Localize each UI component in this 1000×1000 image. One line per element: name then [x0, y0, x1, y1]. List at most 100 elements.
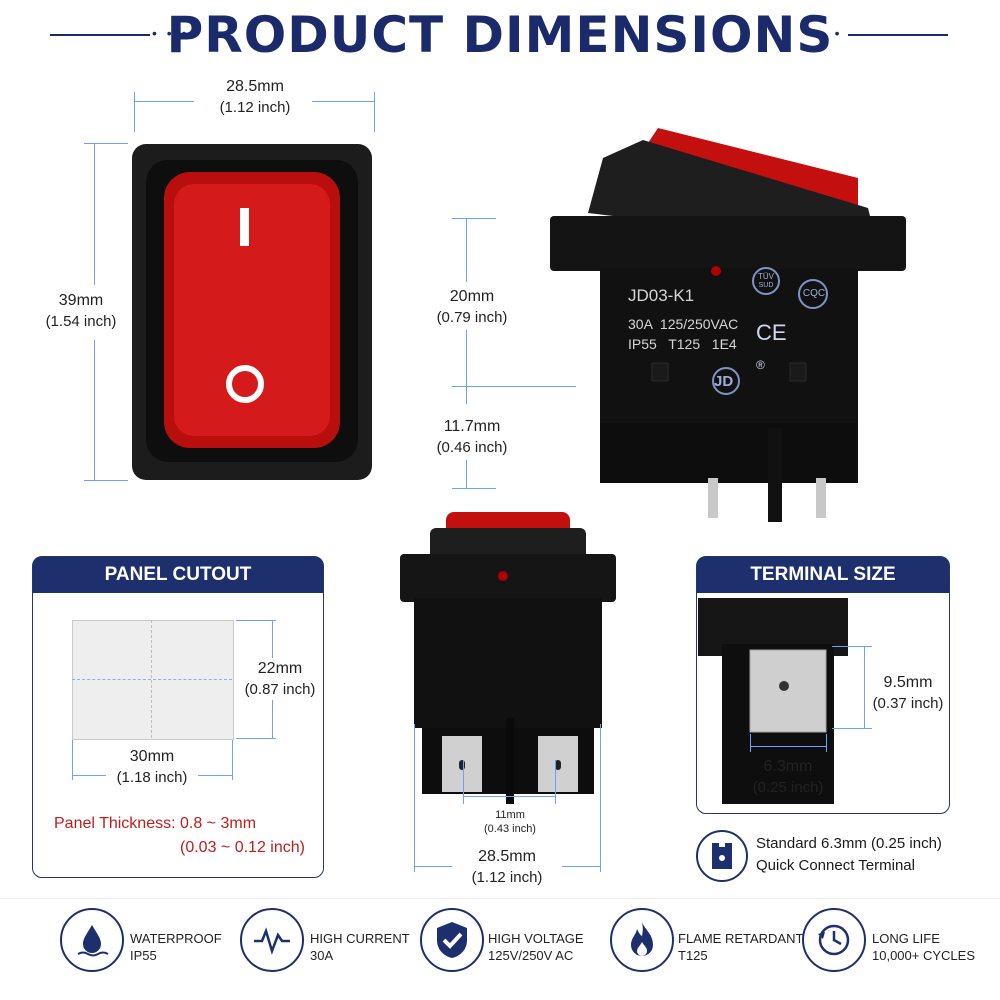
side-model-text: JD03-K1: [628, 286, 695, 305]
side-terminal-1: [708, 478, 718, 518]
header-rule-left: [50, 34, 150, 36]
side-rating-text: 30A 125/250VAC: [628, 316, 739, 332]
bottom-width-in: (1.12 inch): [471, 869, 543, 886]
terminal-width-label: 6.3mm (0.25 inch): [742, 756, 834, 798]
water-drop-icon: [60, 908, 124, 972]
front-height-tick-top: [84, 143, 128, 144]
side-top-dimline-a: [466, 218, 467, 282]
cutout-centerline-v: [151, 620, 152, 738]
bottom-width-tick-left: [414, 724, 415, 872]
side-tick-top: [452, 218, 496, 219]
clock-cycle-icon: [802, 908, 866, 972]
on-symbol-icon: [240, 208, 249, 246]
side-tick-middle: [452, 386, 576, 387]
terminal-width-mm: 6.3mm: [763, 758, 813, 775]
cutout-height-mm: 22mm: [257, 660, 303, 677]
quick-connect-terminal-icon: [696, 830, 748, 882]
bottom-terminal-right-hole: [555, 760, 561, 770]
cutout-height-label: 22mm (0.87 inch): [238, 658, 322, 700]
front-height-mm: 39mm: [58, 292, 104, 309]
ce-mark-text: CE: [756, 320, 787, 345]
panel-thickness-label: Panel Thickness: 0.8 ~ 3mm: [54, 815, 257, 832]
side-tick-bottom: [452, 488, 496, 489]
side-slot-right: [789, 362, 807, 382]
side-body: [600, 268, 858, 428]
front-width-dimline-left: [134, 101, 194, 102]
side-top-label: 20mm (0.79 inch): [412, 286, 532, 328]
side-indicator-led: [711, 266, 721, 276]
cutout-width-in: (1.18 inch): [116, 769, 188, 786]
feature-high-current-title: HIGH CURRENT: [310, 931, 410, 946]
cutout-height-tick-top: [236, 620, 276, 621]
side-top-in: (0.79 inch): [436, 309, 508, 326]
side-top-mm: 20mm: [449, 288, 495, 305]
cutout-width-tick-left: [72, 740, 73, 780]
cutout-height-in: (0.87 inch): [244, 681, 316, 698]
header-dots-left: • • •: [152, 25, 190, 41]
terminal-height-tick-top: [832, 646, 872, 647]
terminal-height-mm: 9.5mm: [883, 674, 933, 691]
front-width-tick-left: [134, 92, 135, 132]
feature-high-voltage-title: HIGH VOLTAGE: [488, 931, 584, 946]
side-bottom-label: 11.7mm (0.46 inch): [412, 416, 532, 458]
bottom-spacing-dimline: [463, 796, 555, 797]
terminal-photo: [698, 598, 848, 804]
front-height-dimline-bottom: [94, 340, 95, 480]
terminal-blade-hole: [779, 681, 789, 691]
bottom-body: [414, 598, 602, 728]
pulse-wave-icon: [240, 908, 304, 972]
front-rocker-face: [174, 184, 330, 436]
tuv-mark-text: TÜV: [758, 272, 774, 281]
panel-cutout-heading: PANEL CUTOUT: [33, 557, 323, 593]
front-height-dimline-top: [94, 143, 95, 285]
terminal-size-heading: TERMINAL SIZE: [697, 557, 949, 593]
front-width-mm: 28.5mm: [226, 78, 284, 95]
switch-front-view: [132, 144, 372, 480]
feature-waterproof-title: WATERPROOF: [130, 931, 222, 946]
terminal-width-in: (0.25 inch): [752, 779, 824, 796]
front-width-dimline-right: [312, 101, 374, 102]
front-height-label: 39mm (1.54 inch): [26, 290, 136, 332]
terminal-width-dimline: [750, 746, 826, 747]
panel-thickness-inch: (0.03 ~ 0.12 inch): [180, 839, 305, 856]
sud-mark-text: SUD: [758, 282, 774, 289]
cutout-width-label: 30mm (1.18 inch): [106, 746, 198, 788]
side-slot-left: [651, 362, 669, 382]
terminal-height-label: 9.5mm (0.37 inch): [870, 672, 946, 714]
side-terminal-2: [768, 428, 782, 522]
front-height-in: (1.54 inch): [45, 313, 117, 330]
bottom-terminal-left-hole: [459, 760, 465, 770]
bottom-spacing-tick-left: [463, 760, 464, 804]
feature-long-life: LONG LIFE 10,000+ CYCLES: [872, 930, 975, 964]
feature-high-current: HIGH CURRENT 30A: [310, 930, 410, 964]
side-base: [600, 423, 858, 483]
side-bottom-dimline: [466, 386, 467, 404]
header-rule-right: [848, 34, 948, 36]
jd-brand-text: JD: [714, 373, 734, 390]
bottom-width-tick-right: [600, 724, 601, 872]
header-dots-right: • • •: [805, 25, 843, 41]
feature-high-voltage: HIGH VOLTAGE 125V/250V AC: [488, 930, 584, 964]
terminal-blade-icon: [712, 843, 732, 869]
terminal-width-tick-right: [826, 734, 827, 752]
bottom-flange: [400, 554, 616, 602]
feature-high-current-value: 30A: [310, 948, 334, 963]
divider-line: [0, 898, 1000, 899]
switch-side-view: [550, 128, 906, 522]
cutout-centerline-h: [72, 679, 232, 680]
feature-long-life-value: 10,000+ CYCLES: [872, 948, 975, 963]
cutout-width-mm: 30mm: [129, 748, 175, 765]
cqc-mark-icon: [798, 279, 828, 309]
front-width-label: 28.5mm (1.12 inch): [190, 76, 320, 118]
bottom-spacing-tick-right: [555, 760, 556, 804]
front-width-in: (1.12 inch): [219, 99, 291, 116]
feature-flame-retardant: FLAME RETARDANT T125: [678, 930, 803, 964]
terminal-height-tick-bottom: [832, 728, 872, 729]
bottom-spacing-in: (0.43 inch): [484, 823, 536, 835]
feature-waterproof: WATERPROOF IP55: [130, 930, 222, 964]
bottom-spacing-mm: 11mm: [495, 809, 525, 821]
feature-flame-retardant-title: FLAME RETARDANT: [678, 931, 804, 946]
bottom-width-label: 28.5mm (1.12 inch): [452, 846, 562, 888]
switch-bottom-view: [400, 512, 616, 804]
jd-logo-icon: [712, 367, 740, 395]
